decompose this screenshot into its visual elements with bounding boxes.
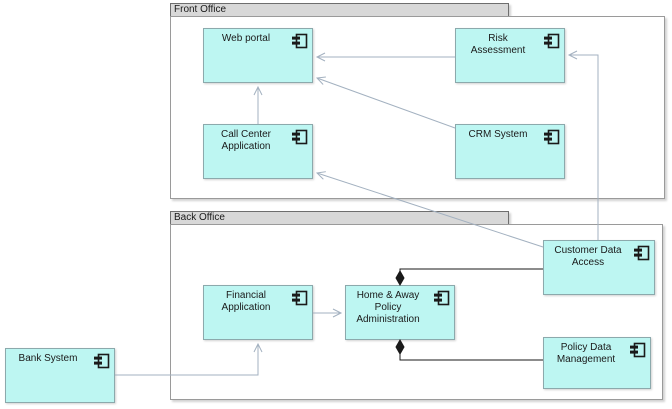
component-home-away-policy-administration[interactable]: Home & Away Policy Administration <box>345 285 455 340</box>
component-icon <box>630 342 646 358</box>
component-label: Web portal <box>221 33 271 44</box>
component-icon <box>544 33 560 49</box>
group-front-office-title: Front Office <box>174 4 227 15</box>
component-policy-data-management[interactable]: Policy Data Management <box>543 337 651 389</box>
component-label: Customer Data Access <box>554 245 622 268</box>
component-customer-data-access[interactable]: Customer Data Access <box>543 240 655 295</box>
group-back-office-header[interactable]: Back Office <box>170 211 509 225</box>
component-label: Home & Away Policy Administration <box>356 290 420 325</box>
component-financial-application[interactable]: Financial Application <box>203 285 313 340</box>
component-label: CRM System <box>468 129 528 140</box>
component-label: Financial Application <box>221 290 271 313</box>
group-front-office-header[interactable]: Front Office <box>170 3 509 17</box>
component-label: Bank System <box>18 353 78 364</box>
component-icon <box>434 290 450 306</box>
component-bank-system[interactable]: Bank System <box>5 348 115 403</box>
component-label: Call Center Application <box>220 129 272 152</box>
component-icon <box>544 129 560 145</box>
component-label: Policy Data Management <box>556 342 616 365</box>
component-icon <box>292 129 308 145</box>
component-icon <box>292 33 308 49</box>
component-icon <box>634 245 650 261</box>
component-risk-assessment[interactable]: Risk Assessment <box>455 28 565 83</box>
group-back-office-title: Back Office <box>174 212 225 223</box>
component-web-portal[interactable]: Web portal <box>203 28 313 83</box>
component-crm-system[interactable]: CRM System <box>455 124 565 179</box>
component-icon <box>94 353 110 369</box>
component-icon <box>292 290 308 306</box>
component-call-center-application[interactable]: Call Center Application <box>203 124 313 179</box>
component-label: Risk Assessment <box>470 33 526 56</box>
